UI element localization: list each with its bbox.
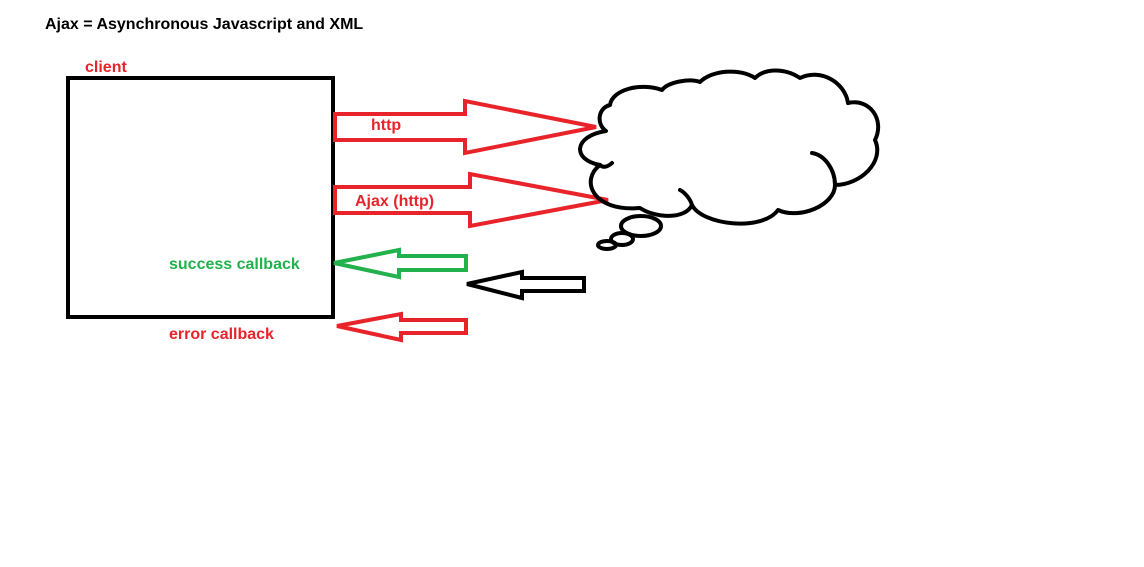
thought-bubble-small [596,239,618,251]
http-label: http [371,117,402,134]
server-cloud [578,68,881,226]
client-box [66,76,335,319]
ajax-label: Ajax (http) [355,193,435,210]
error-callback-label: error callback [169,326,274,343]
thought-bubble-medium [609,231,635,247]
client-label: client [85,59,127,76]
success-callback-arrow [333,247,468,280]
response-arrow [466,269,586,301]
ajax-request-arrow [333,171,609,229]
thought-bubble-large [619,214,663,238]
error-callback-arrow [336,311,468,343]
diagram-title: Ajax = Asynchronous Javascript and XML [45,16,364,33]
success-callback-label: success callback [169,256,300,273]
http-request-arrow [333,98,597,156]
